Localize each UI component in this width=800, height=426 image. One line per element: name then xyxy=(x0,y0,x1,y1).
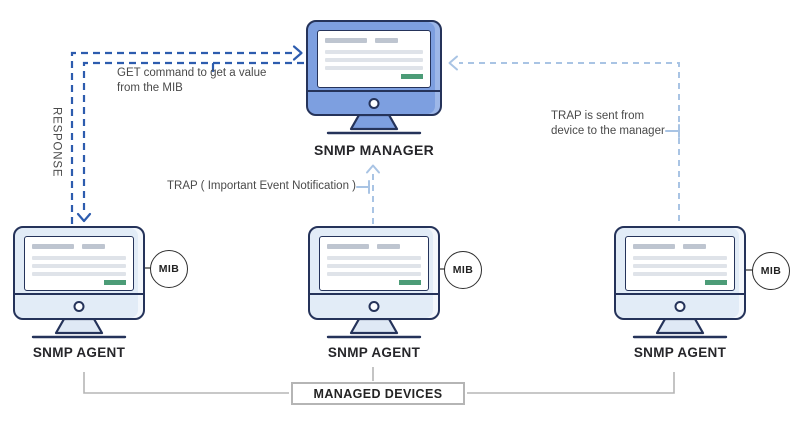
power-dot xyxy=(674,301,686,312)
snmp-agent-device-1: SNMP AGENT xyxy=(13,226,145,360)
screen-text-line xyxy=(327,256,421,260)
screen-highlight-bar xyxy=(705,280,727,285)
screen-header-bars xyxy=(325,38,423,43)
screen-bar xyxy=(327,244,369,249)
power-dot xyxy=(368,98,380,109)
screen-text-line xyxy=(633,272,727,276)
screen-header-bars xyxy=(327,244,421,249)
screen-bar xyxy=(375,38,398,43)
agent-label: SNMP AGENT xyxy=(327,345,421,360)
manager-label: SNMP MANAGER xyxy=(313,142,435,158)
screen-bar xyxy=(683,244,706,249)
snmp-manager-device: SNMP MANAGER xyxy=(306,20,442,158)
trap-event-label: TRAP ( Important Event Notification ) xyxy=(167,180,356,192)
screen-text-line xyxy=(32,272,126,276)
power-dot xyxy=(73,301,85,312)
bezel-divider xyxy=(15,293,143,295)
screen-bar xyxy=(633,244,675,249)
get-command-line2: from the MIB xyxy=(117,81,183,94)
screen-text-line xyxy=(327,272,421,276)
trap-arrow-middle xyxy=(356,164,380,224)
monitor-frame xyxy=(13,226,145,320)
trap-arrow-right xyxy=(448,55,680,221)
response-arrow xyxy=(70,45,303,224)
bezel-divider xyxy=(616,293,744,295)
trap-sent-line2: device to the manager xyxy=(551,124,665,137)
managed-devices-box: MANAGED DEVICES xyxy=(291,382,465,405)
monitor-stand xyxy=(326,115,422,135)
monitor-screen xyxy=(24,236,134,291)
screen-bar xyxy=(32,244,74,249)
monitor-stand xyxy=(632,319,728,339)
screen-text-line xyxy=(325,50,423,54)
snmp-agent-device-2: SNMP AGENT xyxy=(308,226,440,360)
screen-text-line xyxy=(633,264,727,268)
screen-text-line xyxy=(325,66,423,70)
power-dot xyxy=(368,301,380,312)
screen-text-line xyxy=(32,264,126,268)
snmp-agent-device-3: SNMP AGENT xyxy=(614,226,746,360)
screen-header-bars xyxy=(32,244,126,249)
screen-bar xyxy=(82,244,105,249)
get-arrow xyxy=(76,61,304,223)
screen-text-line xyxy=(32,256,126,260)
get-command-line1: GET command to get a value xyxy=(117,67,267,79)
bezel-divider xyxy=(308,90,440,92)
trap-right-arrowhead xyxy=(448,55,458,71)
screen-highlight-bar xyxy=(401,74,423,79)
screen-bar xyxy=(377,244,400,249)
mib-badge-1: MIB xyxy=(150,250,188,288)
screen-bar xyxy=(325,38,367,43)
screen-highlight-bar xyxy=(104,280,126,285)
screen-highlight-bar xyxy=(399,280,421,285)
monitor-frame xyxy=(614,226,746,320)
trap-sent-label: TRAP is sent from device to the manager xyxy=(551,109,665,138)
monitor-stand xyxy=(31,319,127,339)
screen-text-line xyxy=(325,58,423,62)
bracket-left-line xyxy=(83,372,289,394)
agent-label: SNMP AGENT xyxy=(32,345,126,360)
get-arrowhead xyxy=(76,212,92,223)
monitor-screen xyxy=(317,30,431,88)
trap-middle-arrowhead xyxy=(366,164,380,174)
monitor-frame xyxy=(308,226,440,320)
get-command-label: GET command to get a value from the MIB xyxy=(117,66,266,95)
response-label: RESPONSE xyxy=(50,107,63,178)
monitor-screen xyxy=(319,236,429,291)
response-arrowhead xyxy=(292,45,303,61)
mib-badge-3: MIB xyxy=(752,252,790,290)
trap-right-label-tick xyxy=(665,124,680,138)
trap-middle-label-tick xyxy=(356,180,370,194)
screen-text-line xyxy=(327,264,421,268)
trap-sent-line1: TRAP is sent from xyxy=(551,110,645,122)
screen-text-line xyxy=(633,256,727,260)
monitor-stand xyxy=(326,319,422,339)
bezel-divider xyxy=(310,293,438,295)
agent-label: SNMP AGENT xyxy=(633,345,727,360)
monitor-frame xyxy=(306,20,442,116)
monitor-screen xyxy=(625,236,735,291)
screen-header-bars xyxy=(633,244,727,249)
bracket-right-line xyxy=(467,372,675,394)
mib-badge-2: MIB xyxy=(444,251,482,289)
